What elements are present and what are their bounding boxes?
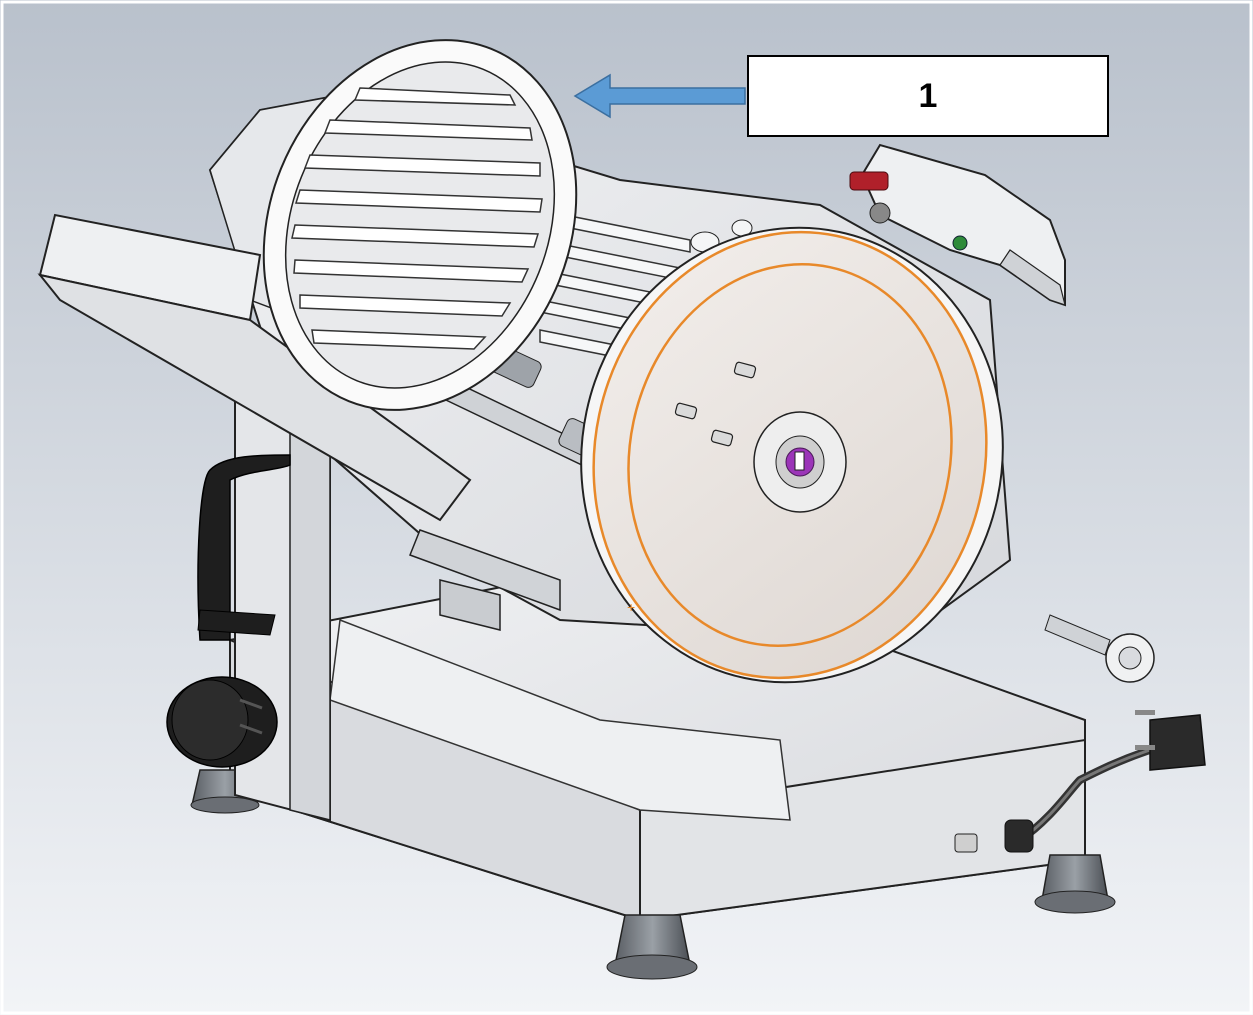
green-knob <box>952 235 968 251</box>
callout-number: 1 <box>918 76 938 115</box>
sharpener-housing <box>849 143 1066 307</box>
carriage-handle <box>197 454 291 641</box>
callout-label-box: 1 <box>747 55 1109 137</box>
thickness-knob-right <box>1044 614 1155 683</box>
thickness-knob-left <box>166 676 278 768</box>
product-tray <box>37 213 472 522</box>
slicer-feet <box>190 769 1116 980</box>
svg-text:+: + <box>627 599 635 615</box>
blade-cover-grill <box>262 39 578 411</box>
power-cord <box>954 710 1206 853</box>
slicer-blade: + <box>580 226 1004 684</box>
red-button <box>849 171 889 191</box>
carriage-plate <box>409 529 561 631</box>
left-arrow-icon <box>573 73 746 119</box>
callout-arrow <box>573 73 746 119</box>
